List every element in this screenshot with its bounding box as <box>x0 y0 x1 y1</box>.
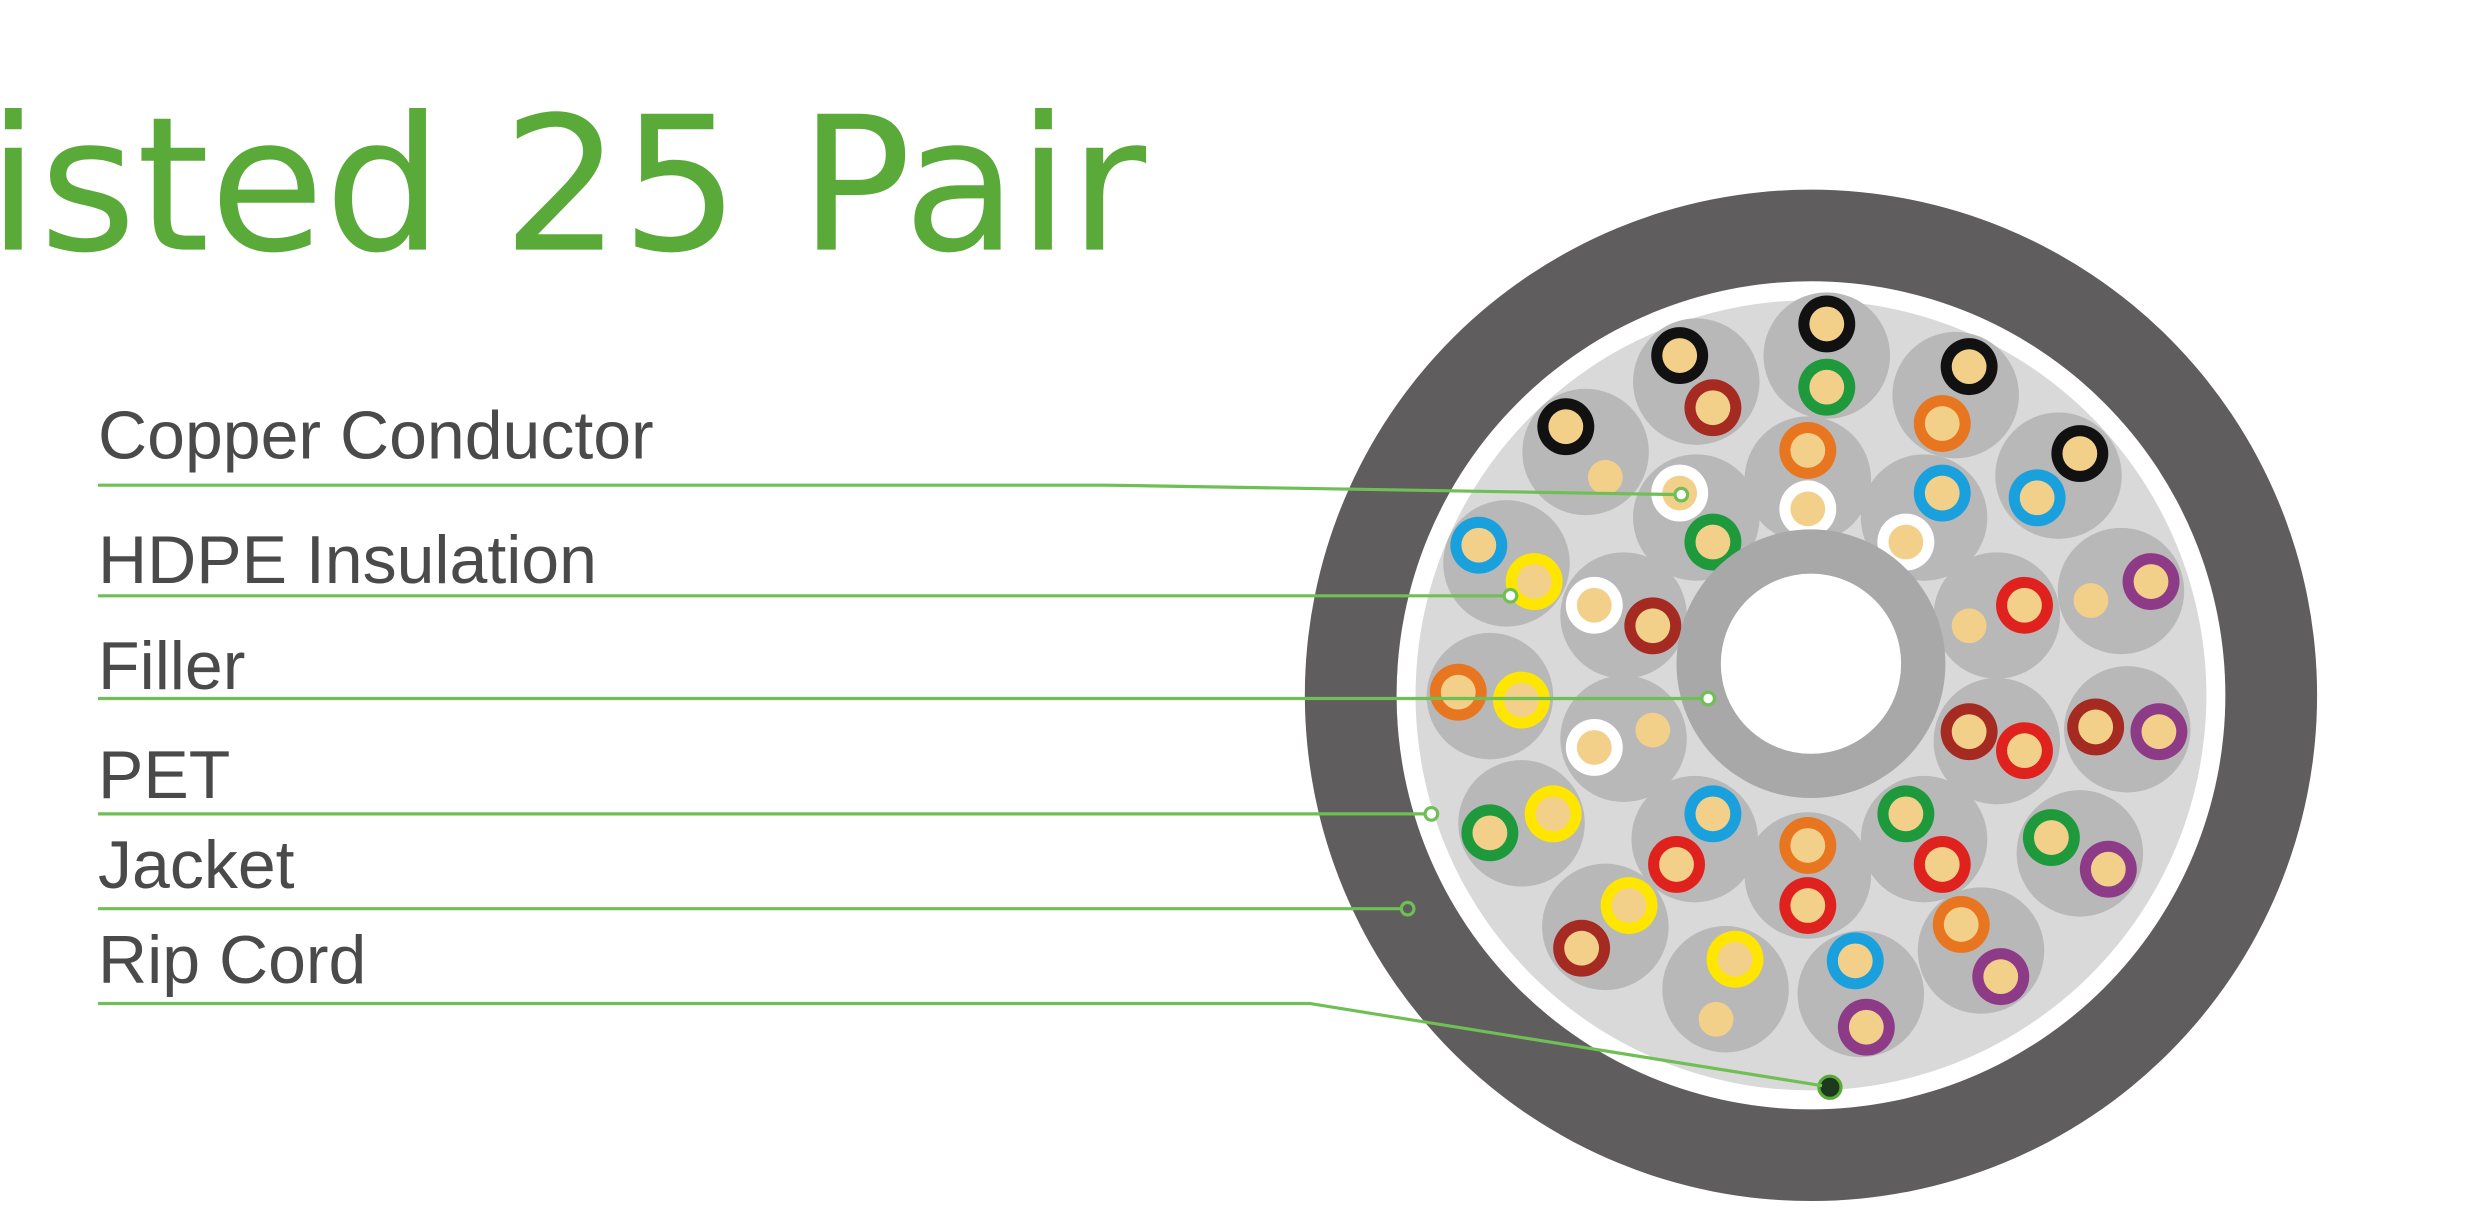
copper-conductor <box>1951 349 1987 385</box>
pair-filler <box>1744 416 1872 543</box>
wire-pair <box>2057 527 2185 655</box>
wire-pair <box>1797 930 1925 1058</box>
wire-pair <box>1744 812 1872 939</box>
copper-conductor <box>1924 847 1960 882</box>
copper-conductor <box>1924 475 1960 511</box>
wire-pair <box>1633 454 1760 581</box>
copper-conductor <box>1659 847 1694 882</box>
wire-pair <box>1892 331 2019 459</box>
copper-conductor <box>1440 674 1476 710</box>
copper-conductor <box>1848 1009 1884 1045</box>
wire-pair <box>1560 675 1687 803</box>
center-hole <box>1720 573 1902 754</box>
wire-pair <box>1933 677 2061 805</box>
callout-line-copper <box>98 483 1682 497</box>
copper-conductor <box>2090 851 2126 887</box>
callouts <box>98 483 1823 1088</box>
copper-conductor <box>1472 815 1508 851</box>
pair-filler <box>1995 412 2122 539</box>
pair-filler <box>1744 812 1872 939</box>
copper-conductor <box>1635 712 1671 748</box>
wire-pair <box>2064 666 2191 793</box>
callout-dot-pet <box>1423 805 1440 822</box>
wire-pair <box>1542 863 1669 991</box>
callout-dot-copper <box>1673 486 1690 503</box>
wire-pair <box>1633 318 1760 445</box>
copper-conductor <box>1790 491 1826 527</box>
copper-conductor <box>2033 820 2069 855</box>
copper-conductor <box>1809 306 1845 342</box>
wire-pair <box>1662 926 1789 1053</box>
wire-pair <box>1933 552 2061 679</box>
rip-cord <box>1817 1074 1843 1100</box>
copper-conductor <box>1790 828 1826 863</box>
copper-conductor <box>1695 390 1731 426</box>
wire-pair <box>1995 412 2122 539</box>
copper-conductor <box>1951 608 1987 644</box>
pair-filler <box>2064 666 2191 793</box>
callout-line-ripcord <box>98 1001 1823 1088</box>
wire-pair <box>1860 454 1988 581</box>
copper-conductor <box>2078 709 2114 745</box>
copper-conductor <box>1698 1001 1734 1037</box>
label-rip-cord: Rip Cord <box>98 922 366 998</box>
copper-conductor <box>1695 796 1731 832</box>
copper-conductor <box>1635 608 1671 644</box>
cable <box>1304 189 2318 1202</box>
wire-pair <box>1860 775 1988 903</box>
copper-conductor <box>1983 959 2019 995</box>
copper-conductor <box>1924 406 1960 441</box>
copper-conductor <box>1790 433 1826 468</box>
copper-conductor <box>1695 524 1731 560</box>
copper-conductor <box>1809 369 1845 405</box>
label-filler: Filler <box>98 628 245 704</box>
copper-conductor <box>1548 409 1584 445</box>
callout-dot-jacket <box>1399 900 1416 917</box>
copper-conductor <box>2073 583 2109 618</box>
callout-dot-filler <box>1700 690 1717 707</box>
wire-pair <box>1763 292 1891 419</box>
copper-conductor <box>1662 338 1698 373</box>
label-hdpe-insulation: HDPE Insulation <box>98 522 597 598</box>
copper-conductor <box>2141 714 2177 750</box>
copper-conductor <box>1535 796 1571 832</box>
copper-conductor <box>1576 587 1612 623</box>
wire-pair <box>1744 416 1872 543</box>
copper-conductor <box>2007 733 2042 769</box>
wire-pair <box>1560 552 1687 679</box>
copper-conductor <box>1951 714 1987 750</box>
wire-pairs <box>1426 292 2191 1058</box>
copper-conductor <box>1611 888 1647 923</box>
wire-pair <box>1631 775 1758 903</box>
label-pet: PET <box>98 737 230 813</box>
copper-conductor <box>1717 941 1753 977</box>
copper-conductor <box>1943 907 1979 942</box>
label-copper-conductor: Copper Conductor <box>98 397 654 473</box>
pair-filler <box>1763 292 1891 419</box>
pair-filler <box>1542 863 1669 991</box>
copper-conductor <box>1576 730 1612 765</box>
copper-conductor <box>1888 524 1924 560</box>
wire-pair <box>1917 887 2045 1014</box>
copper-conductor <box>2007 587 2042 623</box>
wire-pair <box>1443 500 1570 627</box>
copper-conductor <box>2133 564 2169 599</box>
copper-conductor <box>1461 527 1497 563</box>
copper-conductor <box>1888 796 1924 832</box>
copper-conductor <box>1837 943 1873 979</box>
copper-conductor <box>1790 888 1826 923</box>
wire-pair <box>1426 632 1554 760</box>
copper-conductor <box>1516 564 1552 599</box>
wire-pair <box>1522 388 1649 516</box>
wire-pair <box>1458 760 1585 887</box>
copper-conductor <box>2062 436 2098 471</box>
copper-conductor <box>2019 480 2055 516</box>
label-jacket: Jacket <box>98 827 295 903</box>
copper-conductor <box>1564 930 1600 966</box>
wire-pair <box>2016 790 2144 917</box>
diagram-title: isted 25 Pair <box>0 77 1146 294</box>
copper-conductor <box>1587 459 1623 495</box>
callout-dot-hdpe <box>1502 587 1519 604</box>
